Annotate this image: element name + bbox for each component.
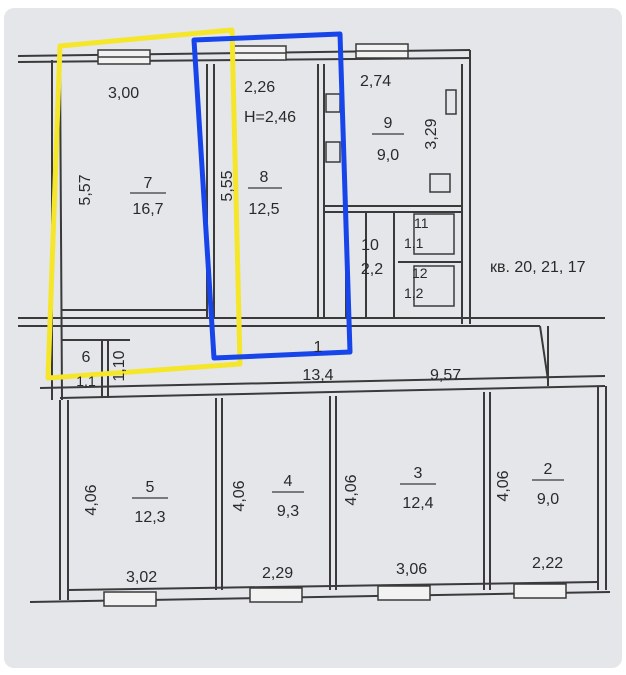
room-7-area: 16,7	[132, 201, 163, 218]
room-5-length: 4,06	[83, 484, 100, 515]
room-7-number: 7	[144, 175, 153, 192]
windows	[97, 43, 567, 607]
room-6-number: 6	[82, 349, 91, 366]
plan-sheet	[4, 8, 622, 668]
room-9-number: 9	[384, 115, 393, 132]
room-9-area: 9,0	[377, 147, 399, 164]
room-8-length: 5,55	[219, 170, 236, 201]
room-6-length: 1,10	[111, 350, 128, 381]
room-4-length: 4,06	[231, 480, 248, 511]
room-3-length: 4,06	[343, 474, 360, 505]
room-12-number: 12	[412, 265, 428, 281]
room-3-number: 3	[414, 465, 423, 482]
room-10-area: 2,2	[361, 261, 383, 278]
ceiling-height: H=2,46	[244, 109, 296, 126]
room-8-width: 2,26	[244, 79, 275, 96]
room-5-width: 3,02	[126, 569, 157, 586]
blue-highlight	[191, 31, 353, 361]
room-3-width: 3,06	[396, 561, 427, 578]
room-10-number: 10	[361, 237, 379, 254]
apartments-note: кв. 20, 21, 17	[490, 259, 586, 276]
room-1-area: 13,4	[302, 367, 333, 384]
room-7-length: 5,57	[77, 174, 94, 205]
room-11-number: 11	[414, 215, 429, 231]
room-11-area: 1,1	[404, 235, 424, 251]
room-12-area: 1,2	[404, 285, 424, 301]
room-7-width: 3,00	[108, 85, 139, 102]
room-4-number: 4	[284, 473, 293, 490]
room-8-number: 8	[260, 169, 269, 186]
room-2-width: 2,22	[532, 555, 563, 572]
room-5-area: 12,3	[134, 509, 165, 526]
room-3-area: 12,4	[402, 495, 433, 512]
room-8-area: 12,5	[248, 201, 279, 218]
room-4-width: 2,29	[262, 565, 293, 582]
room-6-area: 1,1	[76, 373, 96, 389]
yellow-highlight	[45, 27, 243, 381]
room-2-number: 2	[544, 461, 553, 478]
room-4-area: 9,3	[277, 503, 299, 520]
room-9-width: 2,74	[360, 73, 391, 90]
room-1-number: 1	[314, 339, 323, 356]
room-2-area: 9,0	[537, 491, 559, 508]
room-9-length: 3,29	[423, 118, 440, 149]
fixtures	[325, 89, 457, 307]
room-5-number: 5	[146, 479, 155, 496]
room-2-length: 4,06	[495, 470, 512, 501]
room-1-length: 9,57	[430, 367, 461, 384]
